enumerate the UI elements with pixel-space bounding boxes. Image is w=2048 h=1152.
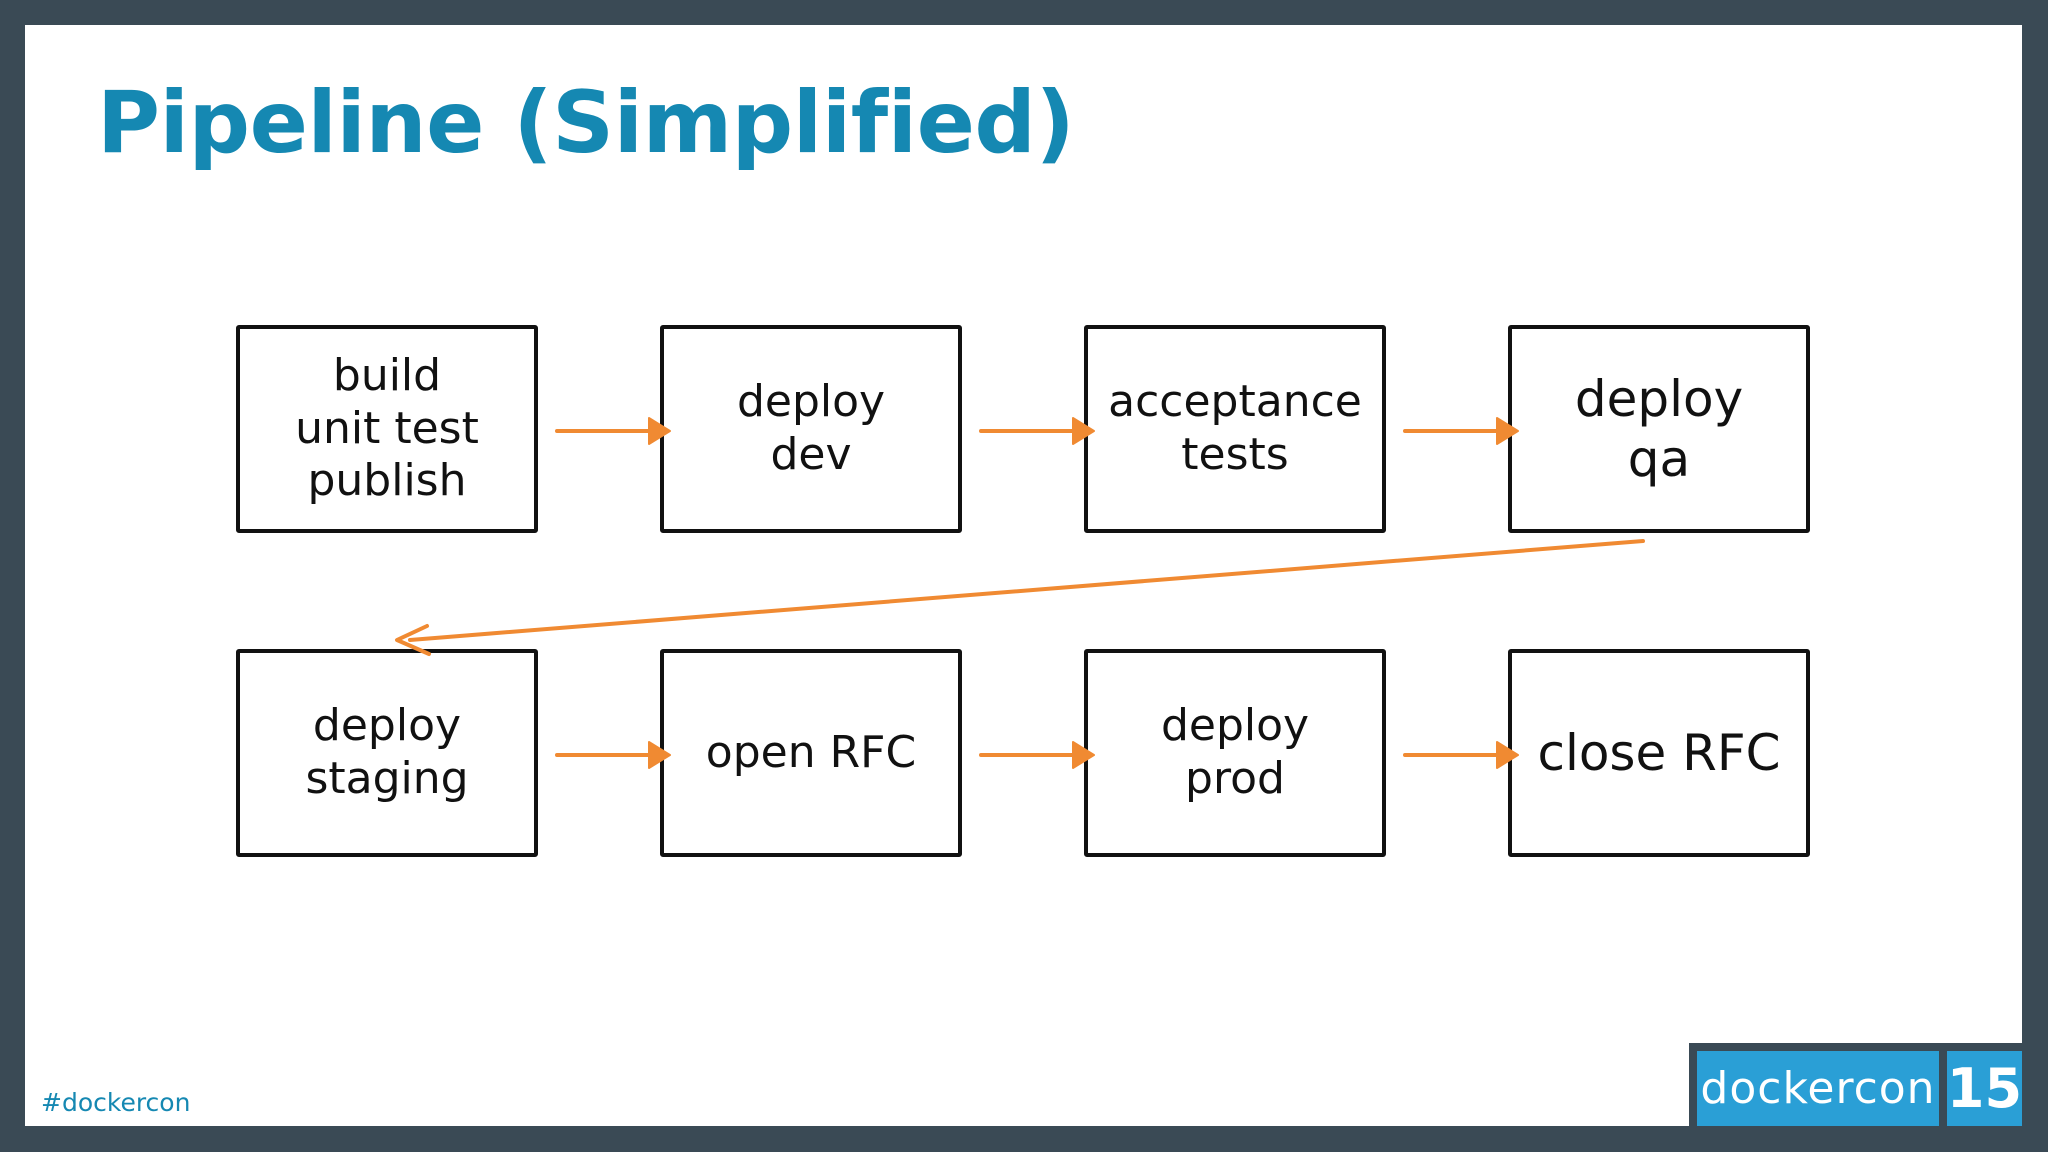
pipeline-arrows [395, 417, 1645, 769]
step-acceptance-tests: acceptance tests [1084, 325, 1386, 533]
step-deploy-prod: deploy prod [1084, 649, 1386, 857]
logo-word: dockercon [1697, 1051, 1939, 1126]
step-deploy-qa: deploy qa [1508, 325, 1810, 533]
dockercon-logo: dockercon 15 [1689, 1043, 2022, 1126]
hashtag-text: #dockercon [41, 1088, 191, 1117]
step-deploy-staging: deploy staging [236, 649, 538, 857]
step-open-rfc: open RFC [660, 649, 962, 857]
step-close-rfc: close RFC [1508, 649, 1810, 857]
logo-number: 15 [1947, 1051, 2022, 1126]
step-build-unit-test-publish: build unit test publish [236, 325, 538, 533]
step-deploy-dev: deploy dev [660, 325, 962, 533]
slide: Pipeline (Simplified) build unit test pu… [25, 25, 2022, 1126]
arrow-qa-to-staging [408, 539, 1645, 642]
slide-title: Pipeline (Simplified) [97, 73, 1075, 173]
